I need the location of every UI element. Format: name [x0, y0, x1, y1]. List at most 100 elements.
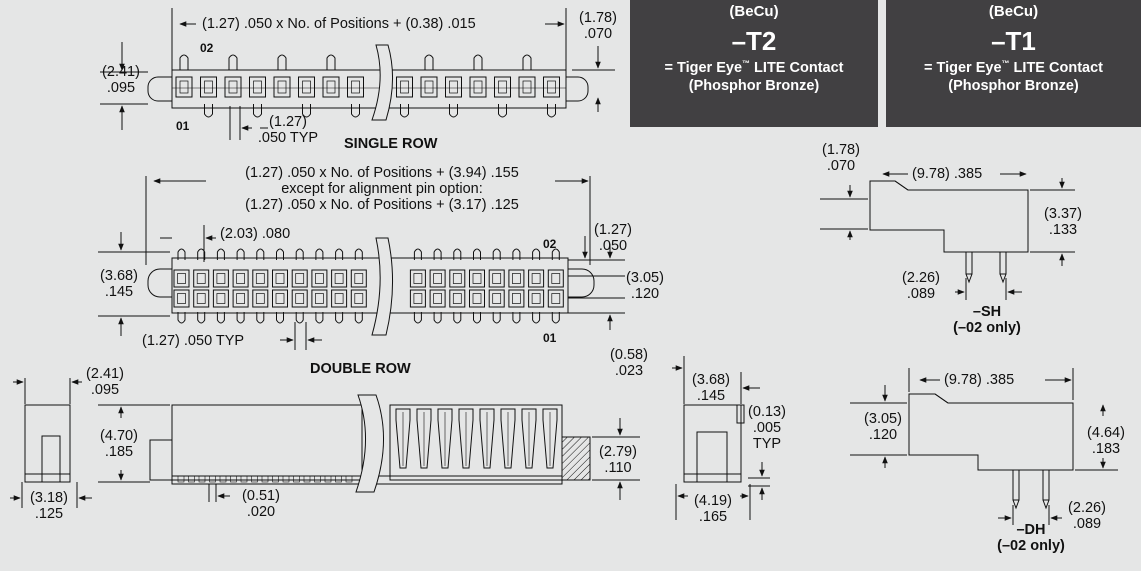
double-contact-cell	[173, 289, 190, 308]
end-a-dim: (0.58).023	[610, 347, 648, 379]
double-pin-bottom	[295, 312, 304, 324]
double-pin-bottom	[551, 312, 560, 324]
double-contact-inner	[531, 293, 541, 304]
side-contact	[395, 408, 411, 469]
single-contact-cell	[396, 76, 413, 98]
double-contact-cell	[232, 269, 249, 288]
double-row-contacts	[173, 248, 564, 324]
double-offset-dim: (2.03) .080	[220, 226, 291, 242]
side-foot	[282, 475, 290, 483]
double-contact-inner	[433, 293, 442, 304]
single-contact-inner	[498, 80, 507, 94]
single-pin-01: 01	[176, 119, 190, 133]
side-top-dim: (2.41).095	[86, 366, 124, 398]
single-contact-cell	[273, 76, 291, 98]
double-pin-top	[236, 248, 245, 260]
double-contact-cell	[469, 289, 485, 308]
single-contact-cell	[322, 76, 340, 98]
double-pitch-dim: (1.27) .050 TYP	[142, 333, 245, 349]
single-pin-top	[228, 54, 238, 70]
double-contact-cell	[547, 289, 564, 308]
end-d-dim: (4.19).165	[694, 493, 732, 525]
double-contact-inner	[334, 293, 344, 304]
single-pitch-dim: (1.27).050 TYP	[257, 114, 319, 146]
t1-code: –T1	[991, 26, 1036, 56]
t2-code: –T2	[731, 26, 777, 56]
side-foot	[335, 475, 342, 483]
double-pin-top	[433, 248, 442, 260]
double-contact-cell	[350, 269, 367, 288]
double-contact-cell	[488, 269, 505, 288]
double-contact-cell	[449, 289, 466, 308]
single-contact-cell	[494, 76, 511, 98]
double-pin-bottom	[276, 312, 284, 324]
single-pin-bottom	[498, 104, 507, 118]
double-contact-inner	[216, 273, 226, 284]
side-foot	[240, 475, 248, 483]
sh-length-dim: (9.78) .385	[912, 166, 983, 182]
double-pin-top	[197, 248, 206, 260]
single-pin-bottom	[449, 104, 458, 118]
single-contact-inner	[204, 80, 213, 94]
side-foot	[209, 475, 216, 483]
side-foot	[324, 475, 332, 483]
double-pin-bottom	[413, 312, 422, 324]
single-contact-inner	[302, 80, 311, 94]
double-pin-top	[315, 248, 324, 260]
single-contact-inner	[351, 80, 360, 94]
double-contact-cell	[272, 269, 288, 288]
double-contact-cell	[488, 289, 505, 308]
double-contact-inner	[315, 293, 324, 304]
double-pin-bottom	[532, 312, 541, 324]
double-width-dim: (3.68).145	[100, 268, 138, 300]
double-contact-inner	[275, 293, 285, 304]
double-pin-top	[335, 248, 344, 260]
double-row-drawing	[98, 176, 625, 350]
side-contact	[521, 408, 537, 469]
double-contact-inner	[177, 273, 186, 284]
double-contact-inner	[354, 293, 364, 304]
side-foot	[272, 475, 279, 483]
double-row-title: DOUBLE ROW	[310, 361, 411, 377]
double-break	[371, 237, 393, 336]
t1-description: = Tiger Eye™ LITE Contact	[924, 59, 1103, 76]
double-pin-bottom	[197, 312, 206, 324]
double-pin-bottom	[433, 312, 442, 324]
single-pin-bottom	[400, 104, 409, 118]
single-contact-cell	[249, 76, 266, 98]
double-pin-top	[354, 248, 363, 260]
double-contact-inner	[236, 273, 245, 284]
single-pin-bottom	[351, 104, 360, 118]
double-pin-top	[473, 248, 481, 260]
double-contact-cell	[528, 269, 545, 288]
double-contact-cell	[409, 269, 426, 288]
t2-material: (Phosphor Bronze)	[688, 77, 820, 94]
end-b-dim: (3.68).145	[692, 372, 730, 404]
single-contact-inner	[424, 80, 434, 94]
t1-material-top: (BeCu)	[988, 3, 1039, 20]
side-foot	[261, 475, 269, 483]
double-contact-inner	[472, 293, 482, 304]
double-contact-cell	[212, 289, 229, 308]
double-contact-inner	[315, 273, 324, 284]
double-contact-inner	[551, 273, 561, 284]
side-gap-dim: (0.51).020	[242, 488, 280, 520]
double-contact-cell	[350, 289, 367, 308]
double-pin-bottom	[177, 312, 186, 324]
double-contact-inner	[531, 273, 541, 284]
single-contact-inner	[179, 80, 189, 94]
double-contact-inner	[512, 293, 521, 304]
single-pin-top	[473, 54, 483, 70]
double-contact-cell	[331, 269, 348, 288]
side-contact	[500, 408, 516, 469]
double-contact-inner	[295, 293, 305, 304]
double-pin-bottom	[315, 312, 324, 324]
double-pin-top	[492, 248, 501, 260]
t1-material: (Phosphor Bronze)	[948, 77, 1079, 94]
double-pin-bottom	[492, 312, 501, 324]
double-pin-top	[551, 248, 560, 260]
double-contact-inner	[177, 293, 186, 304]
single-contact-inner	[326, 80, 336, 94]
